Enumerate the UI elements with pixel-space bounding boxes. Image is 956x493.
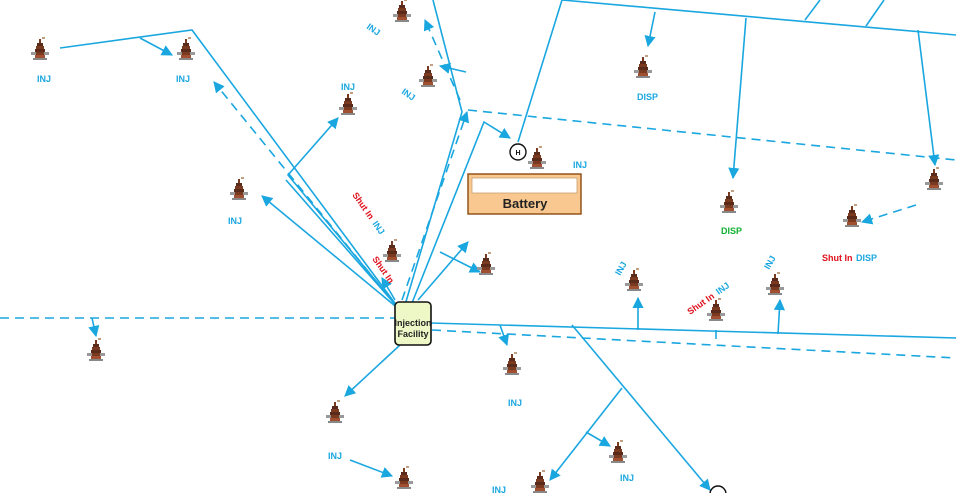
- hub-letter: H: [515, 150, 520, 157]
- battery-header: [471, 177, 578, 194]
- well-label: INJ: [228, 216, 242, 226]
- well-label: INJ: [176, 74, 190, 84]
- oil-well-icon[interactable]: [326, 400, 344, 423]
- oil-well-icon[interactable]: [395, 466, 413, 489]
- oil-well-icon[interactable]: [625, 268, 643, 291]
- well-label: INJ: [613, 260, 629, 277]
- circle-h-icon: [509, 143, 527, 161]
- shut-in-disp-label: Shut In DISP: [822, 253, 877, 263]
- well-label: INJ: [492, 485, 506, 493]
- oil-well-icon[interactable]: [419, 64, 437, 87]
- oil-well-icon[interactable]: [87, 338, 105, 361]
- facility-label-line1: Injection: [394, 318, 431, 328]
- battery-label: Battery: [503, 196, 549, 211]
- injection-facility-node[interactable]: Injection Facility: [394, 301, 432, 346]
- well-label: INJ: [37, 74, 51, 84]
- wells: [31, 0, 943, 493]
- oil-well-icon[interactable]: [609, 440, 627, 463]
- oil-well-icon[interactable]: [230, 177, 248, 200]
- well-label: INJ: [573, 160, 587, 170]
- svg-text:DISP: DISP: [856, 253, 877, 263]
- well-label: INJ: [400, 86, 417, 102]
- oil-well-icon[interactable]: [720, 190, 738, 213]
- oil-well-icon[interactable]: [383, 239, 401, 262]
- oil-well-icon[interactable]: [531, 470, 549, 493]
- oil-well-icon[interactable]: [843, 204, 861, 227]
- svg-text:INJ: INJ: [714, 280, 731, 296]
- facility-box: [394, 301, 432, 346]
- svg-text:Shut In: Shut In: [822, 253, 853, 263]
- well-label: INJ: [762, 254, 778, 271]
- oil-well-icon[interactable]: [503, 352, 521, 375]
- hub-marker[interactable]: H: [509, 143, 527, 161]
- oil-well-icon[interactable]: [925, 167, 943, 190]
- svg-text:INJ: INJ: [370, 219, 386, 236]
- oil-well-icon[interactable]: [766, 272, 784, 295]
- well-label: INJ: [328, 451, 342, 461]
- facility-label-line2: Facility: [397, 329, 428, 339]
- oil-well-icon[interactable]: [634, 55, 652, 78]
- circle-h-icon[interactable]: [709, 485, 727, 493]
- well-label: INJ: [365, 21, 382, 37]
- oil-well-icon[interactable]: [393, 0, 411, 22]
- well-label: INJ: [508, 398, 522, 408]
- shut-in-inj-label: Shut In INJ: [350, 190, 386, 236]
- svg-text:Shut In: Shut In: [350, 190, 376, 221]
- oil-well-icon[interactable]: [31, 37, 49, 60]
- well-label: DISP: [637, 92, 658, 102]
- battery-node[interactable]: Battery: [467, 173, 582, 215]
- shut-in-inj-label: Shut In INJ: [685, 280, 731, 316]
- well-label-disp-active: DISP: [721, 226, 742, 236]
- well-label: INJ: [620, 473, 634, 483]
- oil-well-icon[interactable]: [528, 146, 546, 169]
- well-label: INJ: [341, 82, 355, 92]
- oil-well-icon[interactable]: [339, 92, 357, 115]
- oil-well-icon[interactable]: [177, 37, 195, 60]
